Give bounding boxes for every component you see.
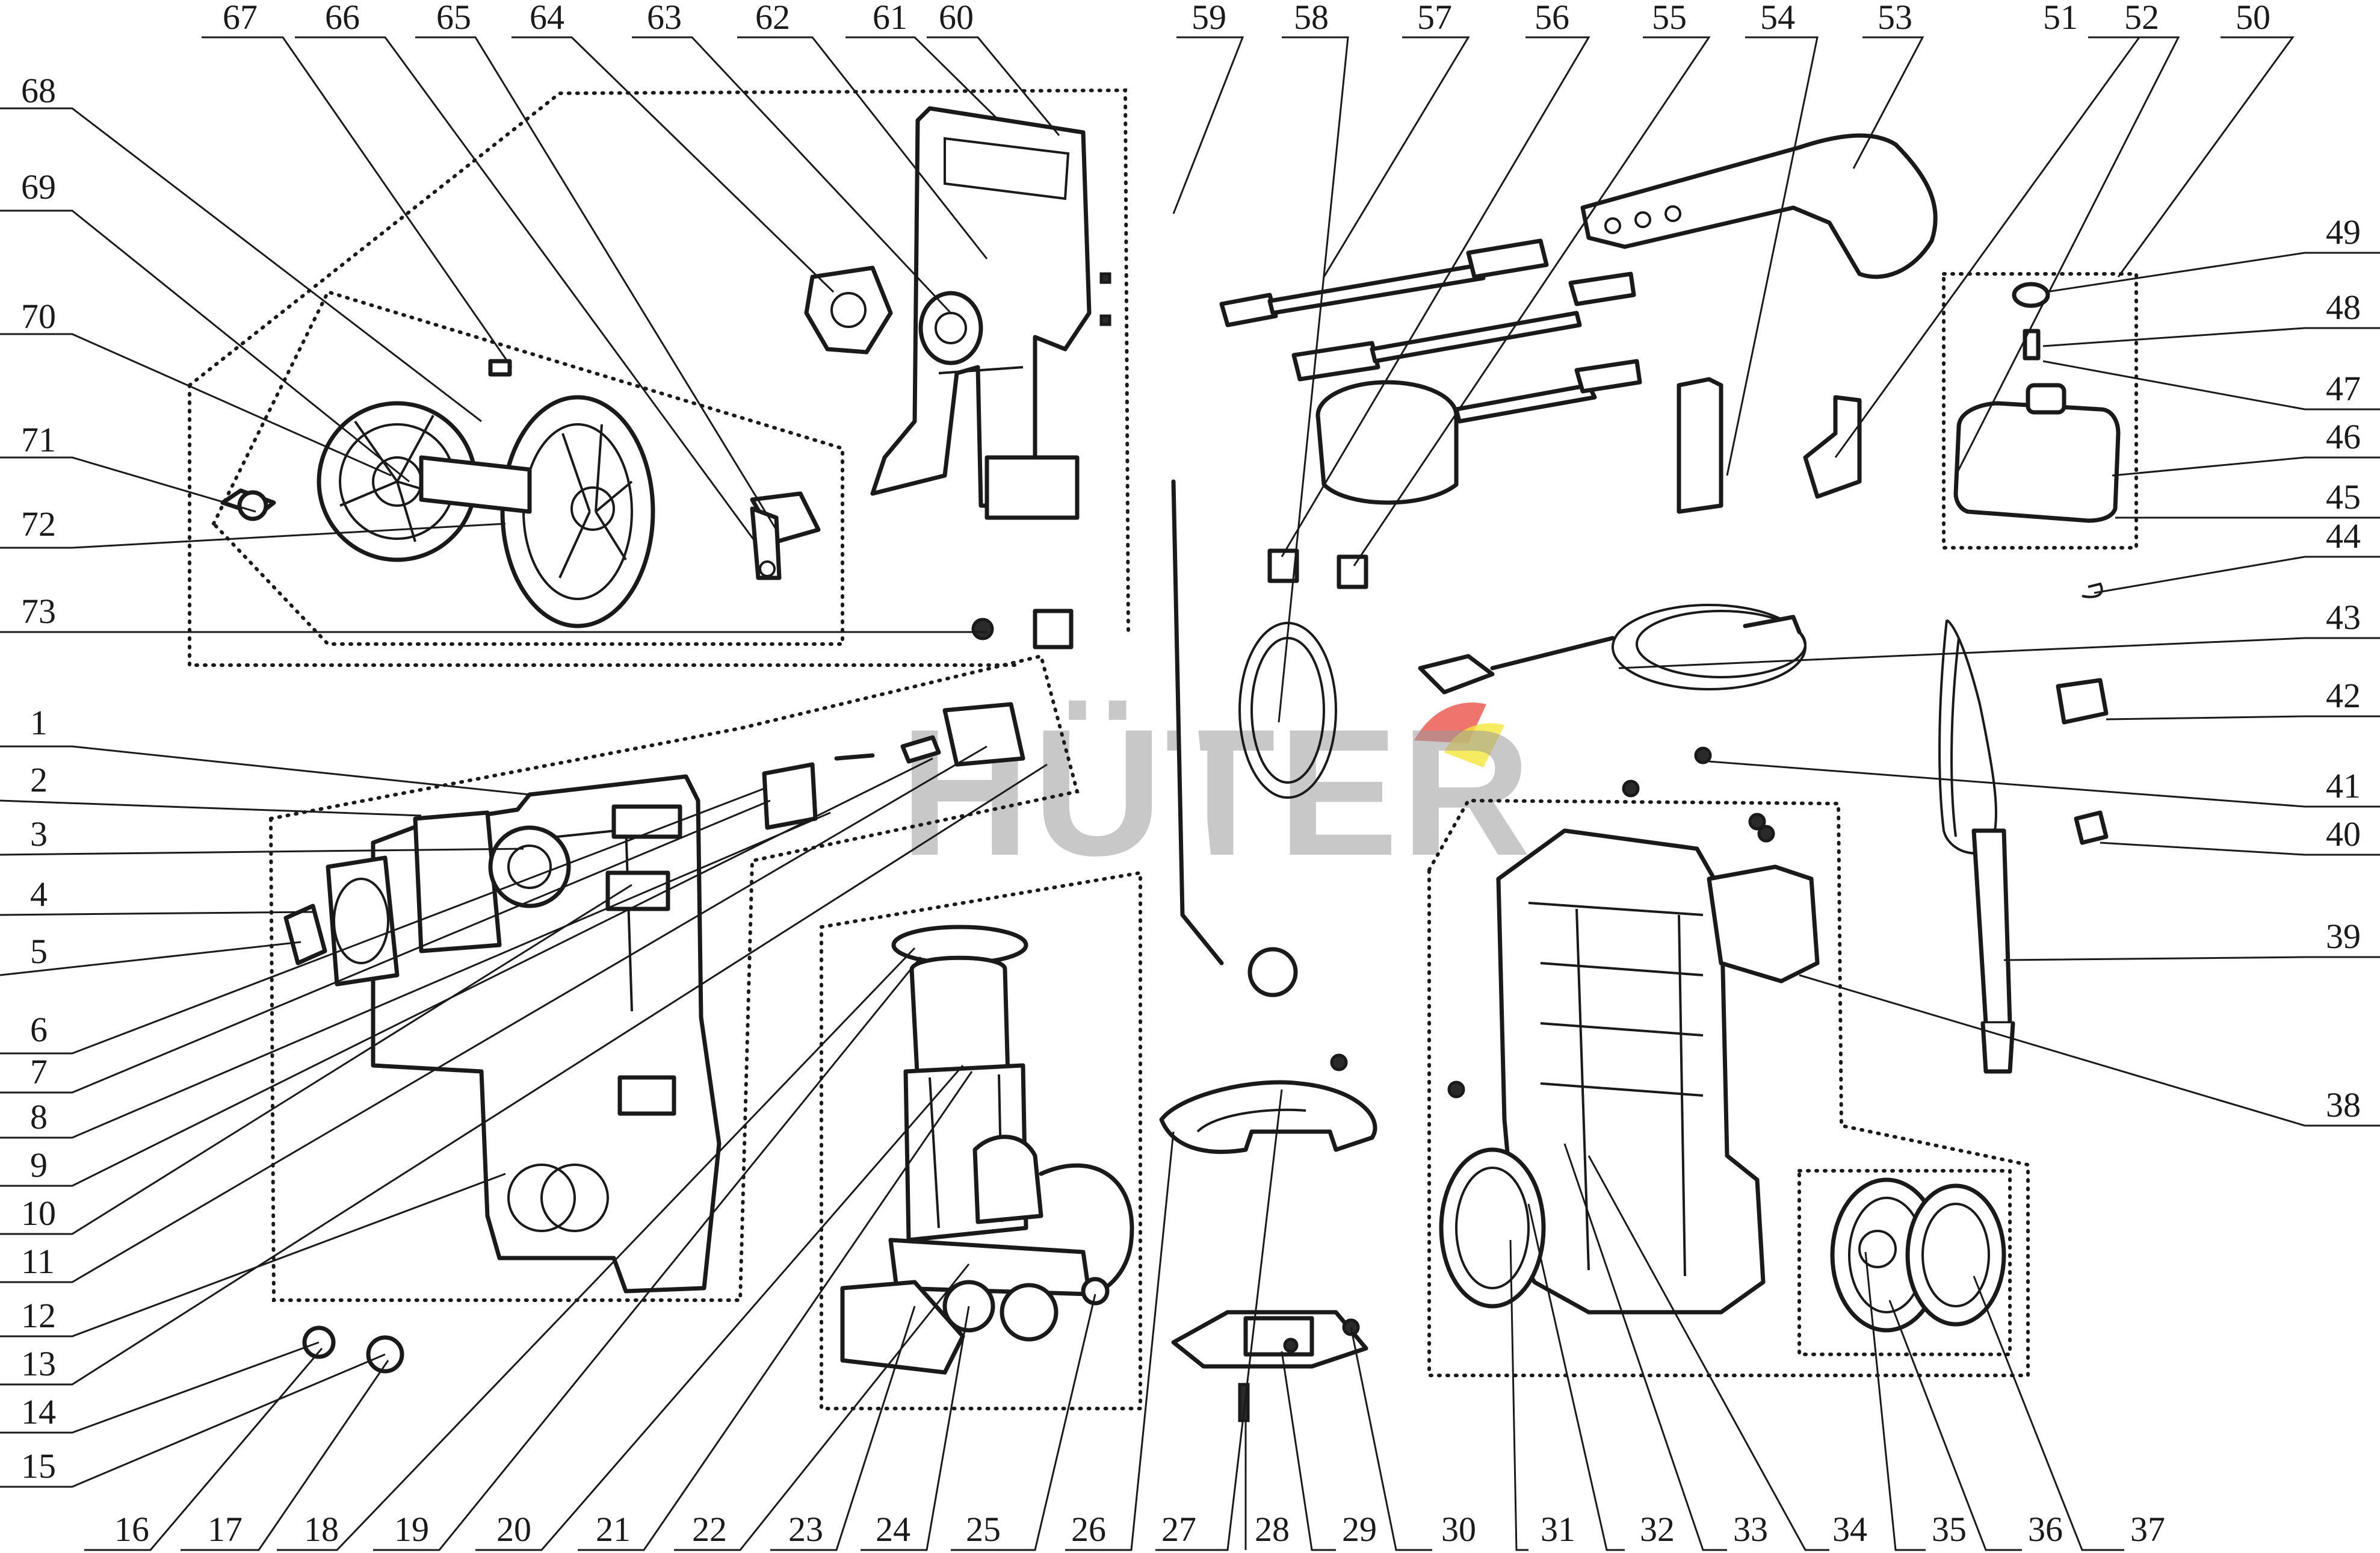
callout-20: 20: [496, 1510, 531, 1549]
callout-57: 57: [1417, 0, 1452, 37]
callout-18: 18: [304, 1510, 339, 1549]
callout-60: 60: [939, 0, 974, 37]
callout-25: 25: [966, 1510, 1001, 1549]
callout-8: 8: [30, 1097, 48, 1136]
callout-7: 7: [30, 1052, 48, 1091]
callout-40: 40: [2326, 814, 2361, 854]
callout-10: 10: [21, 1194, 56, 1233]
callout-39: 39: [2326, 917, 2361, 956]
callout-16: 16: [114, 1510, 149, 1549]
callout-5: 5: [30, 932, 48, 971]
callout-1: 1: [30, 703, 48, 742]
assembly-group-outlines: [188, 88, 2138, 1410]
callout-9: 9: [30, 1145, 48, 1185]
callout-19: 19: [394, 1510, 429, 1549]
callout-43: 43: [2326, 598, 2361, 637]
callout-44: 44: [2326, 516, 2361, 556]
callout-50: 50: [2236, 0, 2270, 37]
callout-2: 2: [30, 760, 48, 799]
hoses: [1171, 479, 1807, 997]
callout-13: 13: [21, 1344, 56, 1383]
callout-67: 67: [223, 0, 258, 37]
leader-lines: [0, 36, 2380, 1551]
callout-26: 26: [1071, 1510, 1106, 1549]
callout-52: 52: [2124, 0, 2159, 37]
callout-45: 45: [2326, 477, 2361, 516]
callout-23: 23: [788, 1510, 823, 1549]
callout-48: 48: [2326, 288, 2361, 327]
callout-36: 36: [2028, 1510, 2063, 1549]
callout-51: 51: [2043, 0, 2078, 37]
logo-accent-yellow: [1444, 723, 1504, 767]
callout-38: 38: [2326, 1085, 2361, 1124]
callout-55: 55: [1652, 0, 1687, 37]
callout-47: 47: [2326, 369, 2361, 408]
handle-frame: [804, 106, 1111, 649]
motor-pump-assembly: [840, 925, 1134, 1375]
callout-49: 49: [2326, 212, 2361, 252]
lances-and-gun: [1219, 133, 1938, 589]
callout-53: 53: [1878, 0, 1912, 37]
callout-28: 28: [1255, 1510, 1290, 1549]
callout-64: 64: [530, 0, 564, 37]
callout-11: 11: [21, 1242, 55, 1281]
callout-56: 56: [1535, 0, 1569, 37]
callout-73: 73: [21, 592, 56, 631]
hose-reel-assembly: [220, 359, 821, 628]
callout-24: 24: [876, 1510, 910, 1549]
callout-41: 41: [2326, 766, 2361, 805]
callout-32: 32: [1640, 1510, 1675, 1549]
callout-71: 71: [21, 420, 56, 459]
callout-27: 27: [1161, 1510, 1196, 1549]
callout-34: 34: [1832, 1510, 1867, 1549]
callout-33: 33: [1733, 1510, 1768, 1549]
callout-42: 42: [2326, 676, 2361, 715]
base-brackets: [1159, 1053, 1377, 1422]
callout-58: 58: [1294, 0, 1329, 37]
callout-70: 70: [21, 297, 56, 336]
callout-62: 62: [755, 0, 790, 37]
callout-66: 66: [325, 0, 360, 37]
callout-29: 29: [1342, 1510, 1377, 1549]
callout-30: 30: [1441, 1510, 1476, 1549]
callout-22: 22: [692, 1510, 727, 1549]
callout-21: 21: [596, 1510, 631, 1549]
callout-17: 17: [208, 1510, 243, 1549]
callout-6: 6: [30, 1010, 48, 1049]
callout-numbers: 67 66 65 64 63 62 61 60 59 58 57 56 55 5…: [21, 0, 2361, 1549]
callout-12: 12: [21, 1296, 56, 1335]
callout-46: 46: [2326, 417, 2361, 456]
callout-35: 35: [1932, 1510, 1967, 1549]
callout-54: 54: [1760, 0, 1795, 37]
callout-3: 3: [30, 814, 48, 854]
callout-68: 68: [21, 71, 56, 110]
callout-14: 14: [21, 1392, 56, 1431]
callout-15: 15: [21, 1446, 56, 1486]
callout-4: 4: [30, 875, 48, 914]
callout-63: 63: [647, 0, 682, 37]
callout-72: 72: [21, 504, 56, 544]
callout-65: 65: [436, 0, 471, 37]
chassis-and-wheels: [1439, 746, 2006, 1333]
callout-69: 69: [21, 167, 56, 206]
callout-37: 37: [2130, 1510, 2165, 1549]
callout-61: 61: [873, 0, 907, 37]
detergent-tank: [1938, 282, 2121, 1074]
callout-31: 31: [1541, 1510, 1575, 1549]
callout-59: 59: [1192, 0, 1226, 37]
